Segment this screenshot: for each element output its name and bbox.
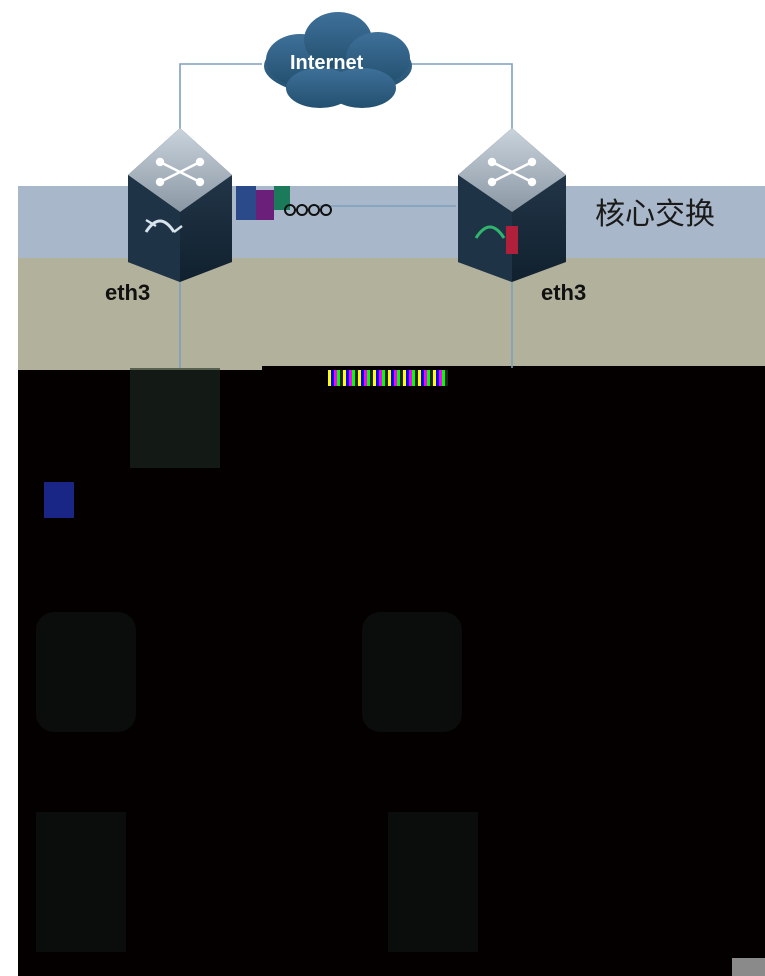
right-core-switch-icon — [458, 128, 566, 282]
corruption-noise-strip — [328, 370, 448, 386]
internet-cloud-icon — [264, 12, 412, 108]
internet-label: Internet — [290, 52, 364, 74]
connection-lines — [179, 63, 513, 368]
image-corruption-artifacts — [36, 186, 765, 976]
artifact-band-olive — [18, 258, 765, 376]
artifact-left-margin — [0, 186, 18, 976]
left-core-switch-icon — [128, 128, 232, 282]
link-internet-left — [179, 63, 262, 140]
right-port-label: eth3 — [541, 280, 587, 305]
link-internet-right — [410, 63, 513, 140]
left-port-label: eth3 — [105, 280, 151, 305]
core-switch-label: 核心交换 — [595, 197, 715, 232]
